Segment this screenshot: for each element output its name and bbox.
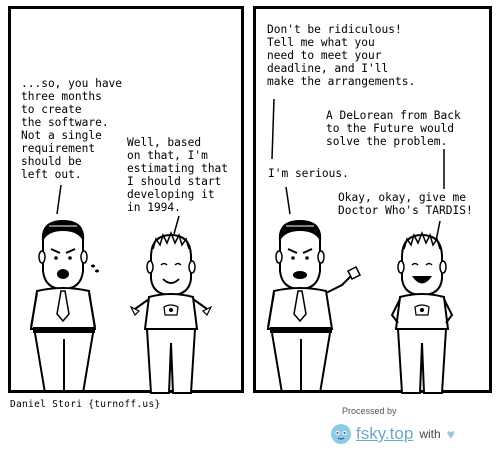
fsky-link[interactable]: fsky.top	[356, 424, 414, 443]
panel-2-illustration	[266, 98, 454, 394]
processed-by-label: Processed by	[342, 406, 397, 416]
boss-figure-2	[266, 219, 362, 394]
boss-speech-1: ...so, you have three months to create t…	[21, 77, 123, 181]
dev-speech-pointer	[173, 215, 180, 235]
dev-speech-2: A DeLorean from Back to the Future would…	[326, 109, 461, 148]
dev-speech-3-pointer	[435, 220, 441, 242]
author-credit: Daniel Stori {turnoff.us}	[10, 399, 161, 410]
dev-figure-2	[390, 230, 454, 394]
fsky-logo-icon	[331, 424, 351, 444]
boss-speech-3-pointer	[285, 186, 291, 215]
dev-speech-3: Okay, okay, give me Doctor Who's TARDIS!	[338, 191, 473, 217]
comic-panel-1: ...so, you have three months to create t…	[8, 6, 244, 394]
boss-speech-3: I'm serious.	[268, 167, 349, 180]
boss-figure	[29, 219, 99, 394]
comic-panel-2: Don't be ridiculous! Tell me what you ne…	[253, 6, 492, 394]
dev-figure	[129, 230, 213, 394]
boss-speech-2-pointer	[271, 98, 275, 160]
panel-1-illustration	[29, 184, 213, 394]
heart-icon: ♥	[446, 426, 455, 442]
dev-speech-1: Well, based on that, I'm estimating that…	[127, 136, 229, 214]
watermark-row: fsky.top with ♥	[330, 422, 455, 446]
boss-speech-2: Don't be ridiculous! Tell me what you ne…	[267, 23, 416, 88]
boss-speech-pointer	[56, 184, 62, 215]
with-label: with	[419, 427, 441, 441]
